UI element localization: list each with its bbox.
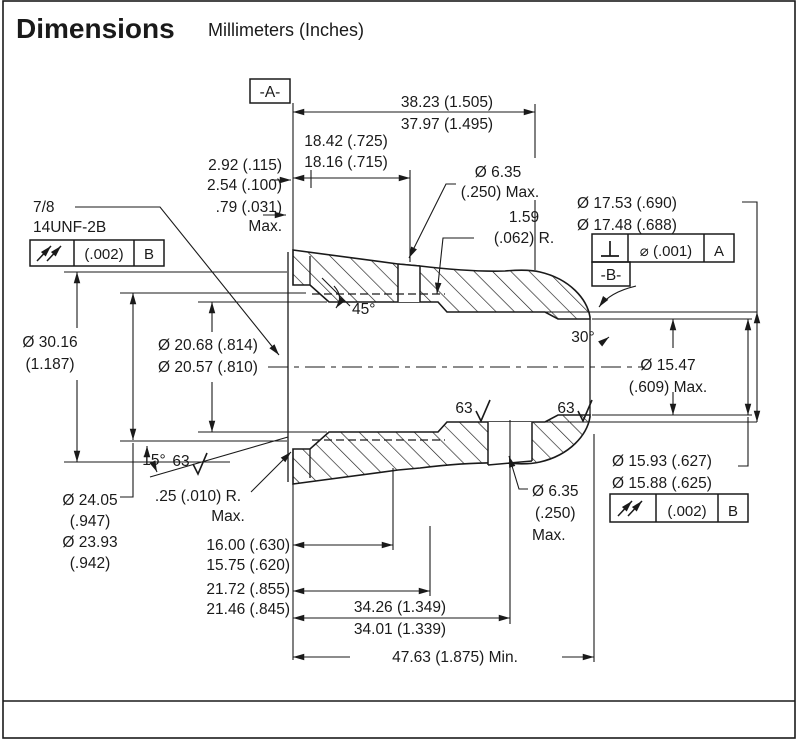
dimension-labels: 38.23 (1.505) 37.97 (1.495) 18.42 (.725)… — [22, 94, 712, 666]
dim-bore2068-2: Ø 20.57 (.810) — [158, 359, 258, 376]
datum-a-box — [249, 78, 291, 104]
dim-bothole-1: Ø 6.35 — [532, 483, 579, 500]
total-runout-icon — [36, 245, 62, 262]
fcf-left-tol: (.002) — [84, 246, 123, 263]
dim-overall-mm2: 37.97 (1.495) — [401, 116, 493, 133]
dim-bore1547-2: (.609) Max. — [629, 379, 707, 396]
total-runout-icon — [617, 500, 643, 517]
dimension-lines — [73, 108, 761, 661]
dim-open1593-2: Ø 15.88 (.625) — [612, 475, 712, 492]
dim-angle30: 30° — [571, 329, 594, 346]
dim-od2405-3: Ø 23.93 — [62, 534, 117, 551]
dim-bothole-2: (.250) — [535, 505, 576, 522]
dim-angle45: 45° — [352, 301, 375, 318]
dim-open1593-1: Ø 15.93 (.627) — [612, 453, 712, 470]
dim-step-1: .79 (.031) — [216, 199, 282, 216]
dim-od2405-2: (.947) — [70, 513, 111, 530]
dim-len3426-1: 34.26 (1.349) — [354, 599, 446, 616]
dim-boreb-1: Ø 17.53 (.690) — [577, 195, 677, 212]
dim-rad025-2: Max. — [211, 508, 245, 525]
dim-len16-2: 15.75 (.620) — [206, 557, 290, 574]
page-title: Dimensions — [16, 13, 175, 44]
dim-relief-1: 2.92 (.115) — [208, 157, 282, 174]
dim-overall-mm: 38.23 (1.505) — [401, 94, 493, 111]
fcf-right-datum: B — [728, 503, 738, 520]
dim-rad159-2: (.062) R. — [494, 230, 554, 247]
dim-len2172-2: 21.46 (.845) — [206, 601, 290, 618]
dim-od2405-1: Ø 24.05 — [62, 492, 117, 509]
top-wall — [292, 249, 591, 320]
perpendicularity-icon — [601, 241, 619, 257]
thread-spec: 14UNF-2B — [33, 219, 106, 236]
dim-angle15: 15° — [142, 452, 165, 469]
fcf-right-tol: (.002) — [667, 503, 706, 520]
dim-relief-2: 2.54 (.100) — [207, 177, 282, 194]
finish-63-a: 63 — [172, 453, 189, 470]
fcf-left: (.002) B — [29, 239, 165, 267]
dim-step-2: Max. — [248, 218, 282, 235]
dim-boreb-2: Ø 17.48 (.688) — [577, 217, 677, 234]
fcf-left-datum: B — [144, 246, 154, 263]
dim-tophole-1: Ø 6.35 — [475, 164, 522, 181]
dim-rad159-1: 1.59 — [509, 209, 539, 226]
surface-finish-marks — [192, 399, 593, 476]
dim-od3016-2: (1.187) — [25, 356, 74, 373]
bottom-wall — [292, 414, 591, 485]
fcf-perp-datum: A — [714, 243, 724, 260]
datum-a-label: -A- — [260, 84, 281, 101]
hole-edges — [397, 263, 533, 466]
finish-63-b: 63 — [455, 400, 472, 417]
dim-bore1547-1: Ø 15.47 — [640, 357, 695, 374]
dim-bothole-3: Max. — [532, 527, 566, 544]
dim-rad025-1: .25 (.010) R. — [155, 488, 241, 505]
thread-size: 7/8 — [33, 199, 55, 216]
dim-holeloc-2: 18.16 (.715) — [304, 154, 388, 171]
dim-holeloc-1: 18.42 (.725) — [304, 133, 388, 150]
dim-od2405-4: (.942) — [70, 555, 111, 572]
dim-tophole-2: (.250) Max. — [461, 184, 539, 201]
units-note: Millimeters (Inches) — [208, 20, 364, 40]
dim-len4763: 47.63 (1.875) Min. — [392, 649, 518, 666]
top-hole — [398, 264, 420, 302]
fcf-perp-tol: ⌀ (.001) — [640, 243, 692, 260]
leader-lines — [75, 183, 637, 493]
dim-bore2068-1: Ø 20.68 (.814) — [158, 337, 258, 354]
part-section — [268, 249, 645, 485]
dim-len3426-2: 34.01 (1.339) — [354, 621, 446, 638]
thread-dashed-lines — [312, 293, 445, 441]
dim-od3016-1: Ø 30.16 — [22, 334, 77, 351]
dim-len16-1: 16.00 (.630) — [206, 537, 290, 554]
dim-len2172-1: 21.72 (.855) — [206, 581, 290, 598]
finish-63-c: 63 — [557, 400, 574, 417]
fcf-right: (.002) B — [609, 493, 749, 523]
fcf-perpendicularity: ⌀ (.001) A -B- — [591, 233, 735, 287]
datum-b-label: -B- — [601, 267, 622, 284]
